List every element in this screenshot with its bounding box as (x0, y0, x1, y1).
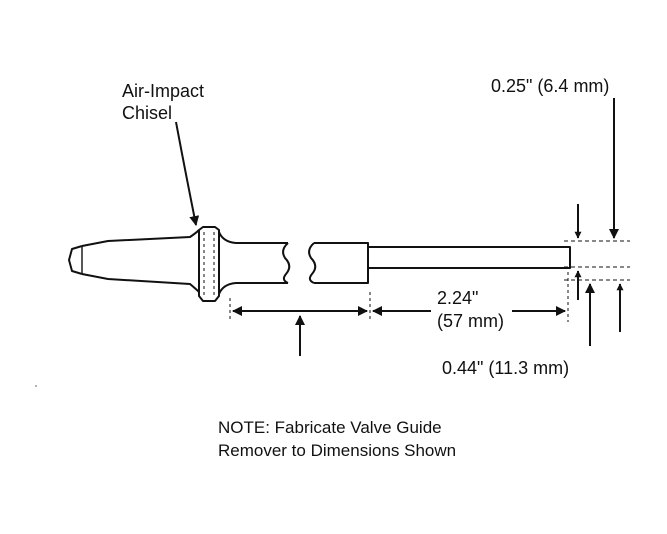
chisel-shank (81, 229, 200, 293)
tool-label-line2: Chisel (122, 103, 172, 123)
speck (35, 385, 37, 387)
length-label-in: 2.24" (437, 288, 478, 308)
length-dimension (229, 272, 569, 356)
break-line-left (282, 242, 291, 284)
tool-label-line1: Air-Impact (122, 81, 204, 101)
large-diameter-dimension (564, 279, 630, 346)
large-diameter-label: 0.44" (11.3 mm) (442, 358, 569, 378)
chisel-fillet (218, 231, 288, 295)
note-line2: Remover to Dimensions Shown (218, 441, 456, 460)
break-line-right (308, 242, 317, 284)
chisel-collar (198, 226, 220, 302)
remover-pilot (368, 246, 571, 269)
remover-body (308, 242, 571, 284)
tool-leader (175, 121, 200, 226)
chisel-tip (68, 245, 83, 275)
small-diameter-label: 0.25" (6.4 mm) (491, 76, 609, 96)
air-impact-chisel (68, 226, 291, 302)
length-label-mm: (57 mm) (437, 311, 504, 331)
small-diameter-dimension (564, 98, 630, 300)
note-line1: NOTE: Fabricate Valve Guide (218, 418, 442, 437)
